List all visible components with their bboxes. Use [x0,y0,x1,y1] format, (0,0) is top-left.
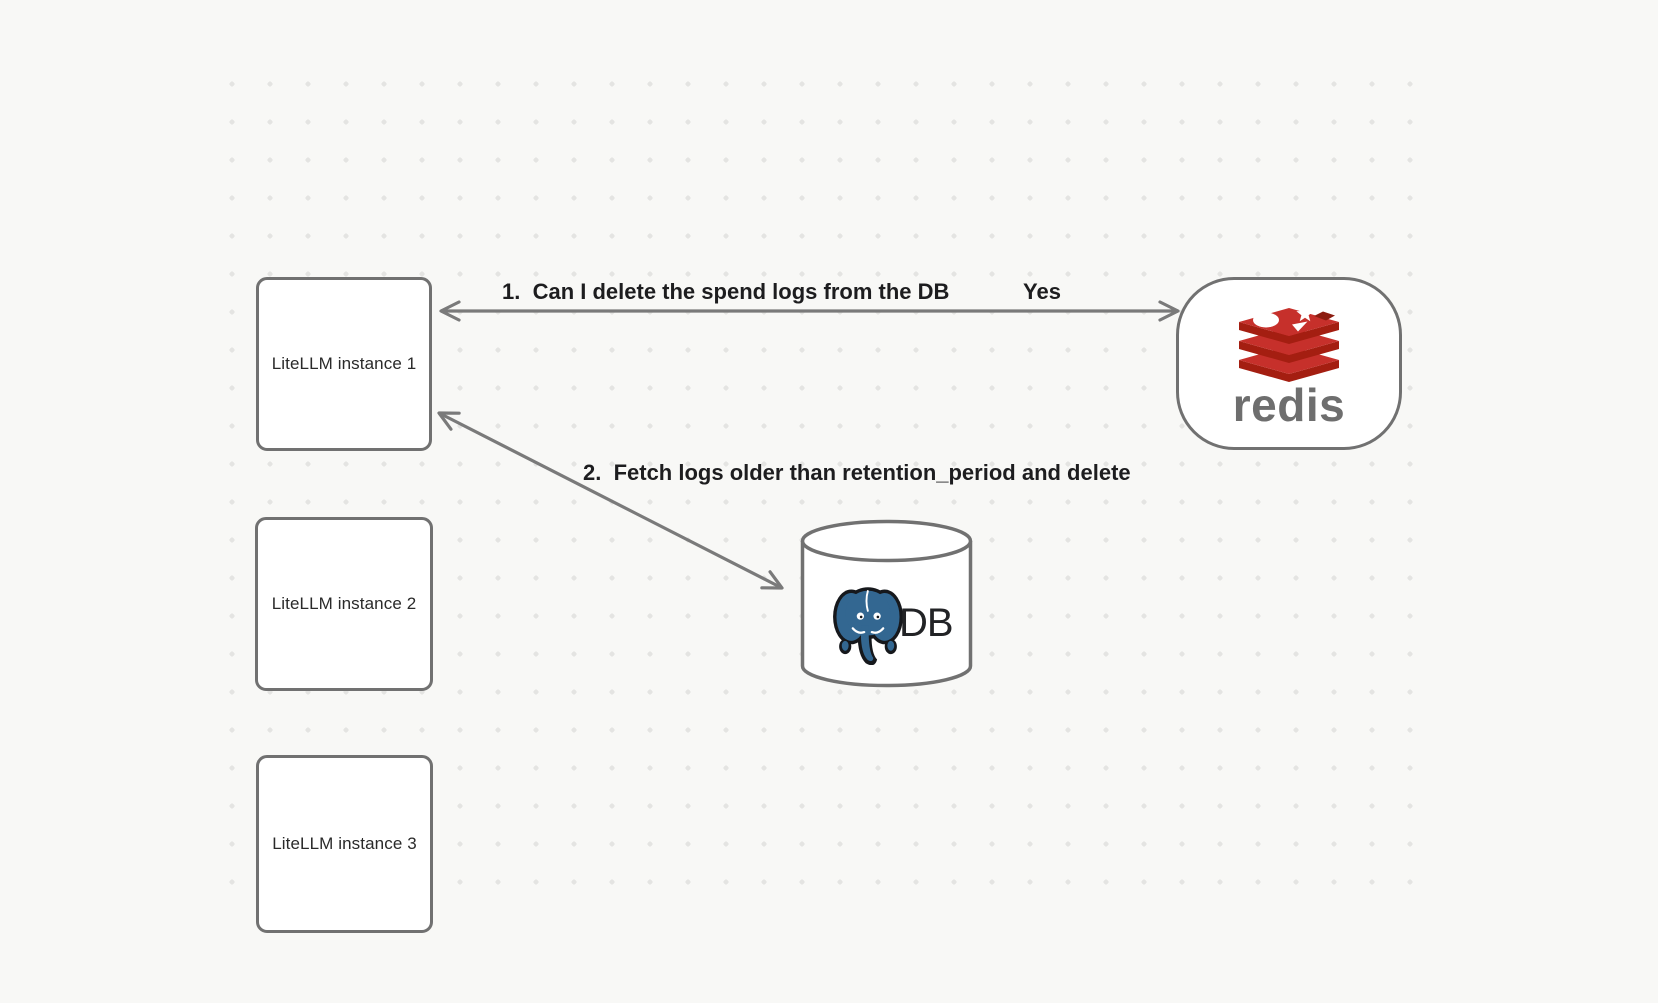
edge-litellm1-to-db-arrow [437,411,784,590]
redis-stack-icon [1239,305,1339,383]
node-litellm-instance-3: LiteLLM instance 3 [256,755,433,933]
edge-1-response-label: Yes [1023,279,1061,304]
node-database: DB [800,519,973,688]
edge-2-label: 2. Fetch logs older than retention_perio… [583,460,1131,485]
node-litellm-instance-2: LiteLLM instance 2 [255,517,433,691]
redis-logo-text: redis [1232,379,1346,432]
node-litellm-instance-3-label: LiteLLM instance 3 [272,834,417,853]
database-label: DB [899,600,954,645]
edge-1-label: 1. Can I delete the spend logs from the … [502,279,950,304]
node-litellm-instance-1-label: LiteLLM instance 1 [271,354,417,373]
node-litellm-instance-2-label: LiteLLM instance 2 [271,594,417,613]
postgresql-elephant-icon [833,587,903,665]
node-litellm-instance-1: LiteLLM instance 1 [256,277,432,451]
node-redis: redis [1176,277,1402,450]
